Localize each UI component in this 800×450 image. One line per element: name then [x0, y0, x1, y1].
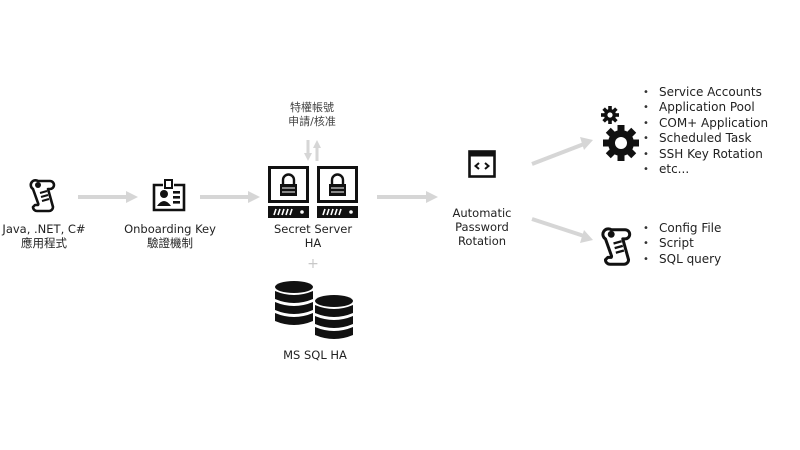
files-list: Config File Script SQL query: [643, 221, 721, 268]
large-gear: [603, 125, 639, 161]
server-unit-1: [268, 166, 309, 218]
gears-icon: [600, 106, 640, 162]
list-item: Application Pool: [643, 100, 768, 116]
sql-label: MS SQL HA: [260, 348, 370, 362]
secret-server-label: Secret Server HA: [258, 222, 368, 250]
onboarding-label: Onboarding Key 驗證機制: [115, 222, 225, 250]
list-item: Service Accounts: [643, 85, 768, 101]
list-item: Scheduled Task: [643, 131, 768, 147]
arrow-secret-server-to-rotation: [377, 191, 438, 203]
arrow-request-up: [313, 140, 321, 161]
rotation-label-line-3: Rotation: [457, 234, 507, 248]
arrow-rotation-to-accounts: [531, 137, 593, 166]
sql-label-line-1: MS SQL HA: [283, 348, 347, 362]
arrow-request-down: [304, 140, 312, 161]
arrow-onboarding-to-secret-server: [200, 191, 260, 203]
scroll-icon: [601, 226, 632, 268]
database-stack-1: [275, 281, 313, 325]
arrow-rotation-to-files: [531, 217, 593, 243]
rotation-label-line-1: Automatic: [452, 206, 512, 220]
list-item: COM+ Application: [643, 116, 768, 132]
id-badge-icon: [152, 179, 186, 212]
small-gear: [601, 106, 619, 124]
list-item: Script: [643, 236, 721, 252]
secret-server-line-1: Secret Server: [273, 222, 353, 236]
privilege-request-line-2: 申請/核准: [288, 115, 336, 128]
app-label-line-1: Java, .NET, C#: [2, 222, 86, 236]
database-stack-2: [315, 295, 353, 339]
list-item: Config File: [643, 221, 721, 237]
privilege-request-label: 特權帳號 申請/核准: [270, 101, 354, 129]
secret-server-line-2: HA: [304, 236, 322, 250]
accounts-list: Service Accounts Application Pool COM+ A…: [643, 85, 768, 178]
code-window-icon: [468, 150, 496, 178]
list-item: SQL query: [643, 252, 721, 268]
plus-sign: +: [307, 256, 319, 272]
database-icon: [274, 281, 356, 343]
onboarding-label-line-1: Onboarding Key: [124, 222, 216, 236]
privilege-request-line-1: 特權帳號: [290, 101, 334, 114]
server-unit-2: [317, 166, 358, 218]
list-item: SSH Key Rotation: [643, 147, 768, 163]
list-item: etc...: [643, 162, 768, 178]
app-label: Java, .NET, C# 應用程式: [0, 222, 88, 250]
arrow-app-to-onboarding: [78, 191, 138, 203]
rotation-label-line-2: Password: [455, 220, 509, 234]
locked-server-icon: [268, 166, 358, 218]
rotation-label: Automatic Password Rotation: [432, 206, 532, 248]
onboarding-label-line-2: 驗證機制: [147, 236, 193, 250]
scroll-icon: [29, 178, 56, 214]
app-label-line-2: 應用程式: [21, 236, 67, 250]
